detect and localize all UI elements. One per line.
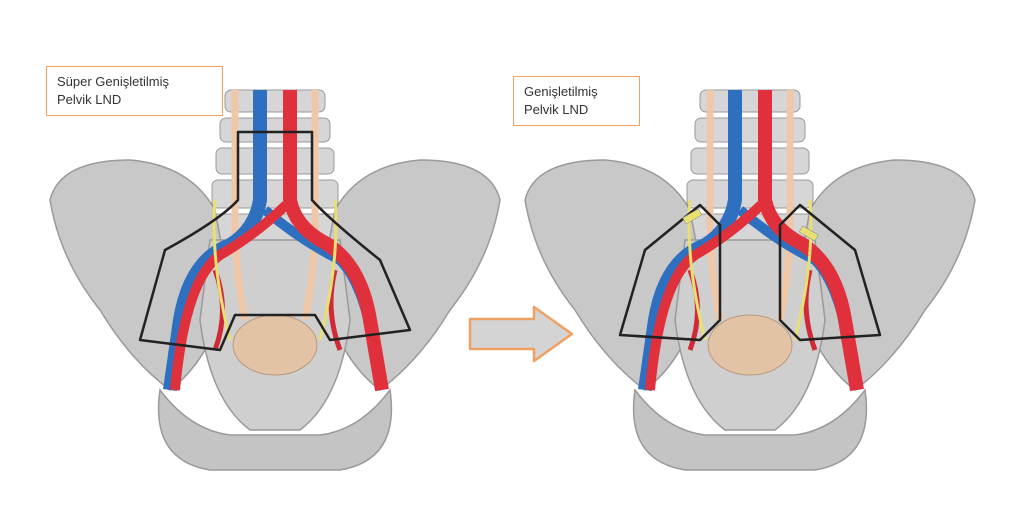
left-ureter — [231, 90, 249, 321]
pubic-ring — [632, 388, 868, 471]
label-right-line1: Genişletilmiş — [524, 84, 598, 99]
pelvis-illustration — [49, 89, 501, 471]
dissection-boundary — [138, 130, 412, 352]
nerve-marker-right — [798, 225, 819, 242]
aorta — [758, 90, 864, 392]
label-left-line2: Pelvik LND — [57, 92, 122, 107]
label-left-line1: Süper Genişletilmiş — [57, 74, 169, 89]
right-ureter — [776, 90, 794, 321]
label-right-line2: Pelvik LND — [524, 102, 589, 117]
aorta — [283, 90, 389, 392]
left-ureter — [706, 90, 724, 321]
left-iliac-artery — [170, 201, 290, 391]
label-extended-lnd: Genişletilmiş Pelvik LND — [513, 76, 640, 126]
pelvis-illustration — [524, 89, 976, 471]
label-super-extended-lnd: Süper Genişletilmiş Pelvik LND — [46, 66, 223, 116]
right-arrow-icon — [468, 305, 574, 363]
dissection-boundary-right — [778, 203, 882, 342]
pubic-ring — [157, 388, 393, 471]
pelvis-diagram-extended — [515, 60, 985, 480]
bladder — [707, 314, 793, 376]
nerve-marker-left — [682, 208, 703, 225]
bladder — [232, 314, 318, 376]
pelvis-diagram-super-extended — [40, 60, 510, 480]
right-ureter — [301, 90, 319, 321]
nerves — [212, 199, 338, 341]
dissection-boundary-left — [618, 203, 722, 342]
